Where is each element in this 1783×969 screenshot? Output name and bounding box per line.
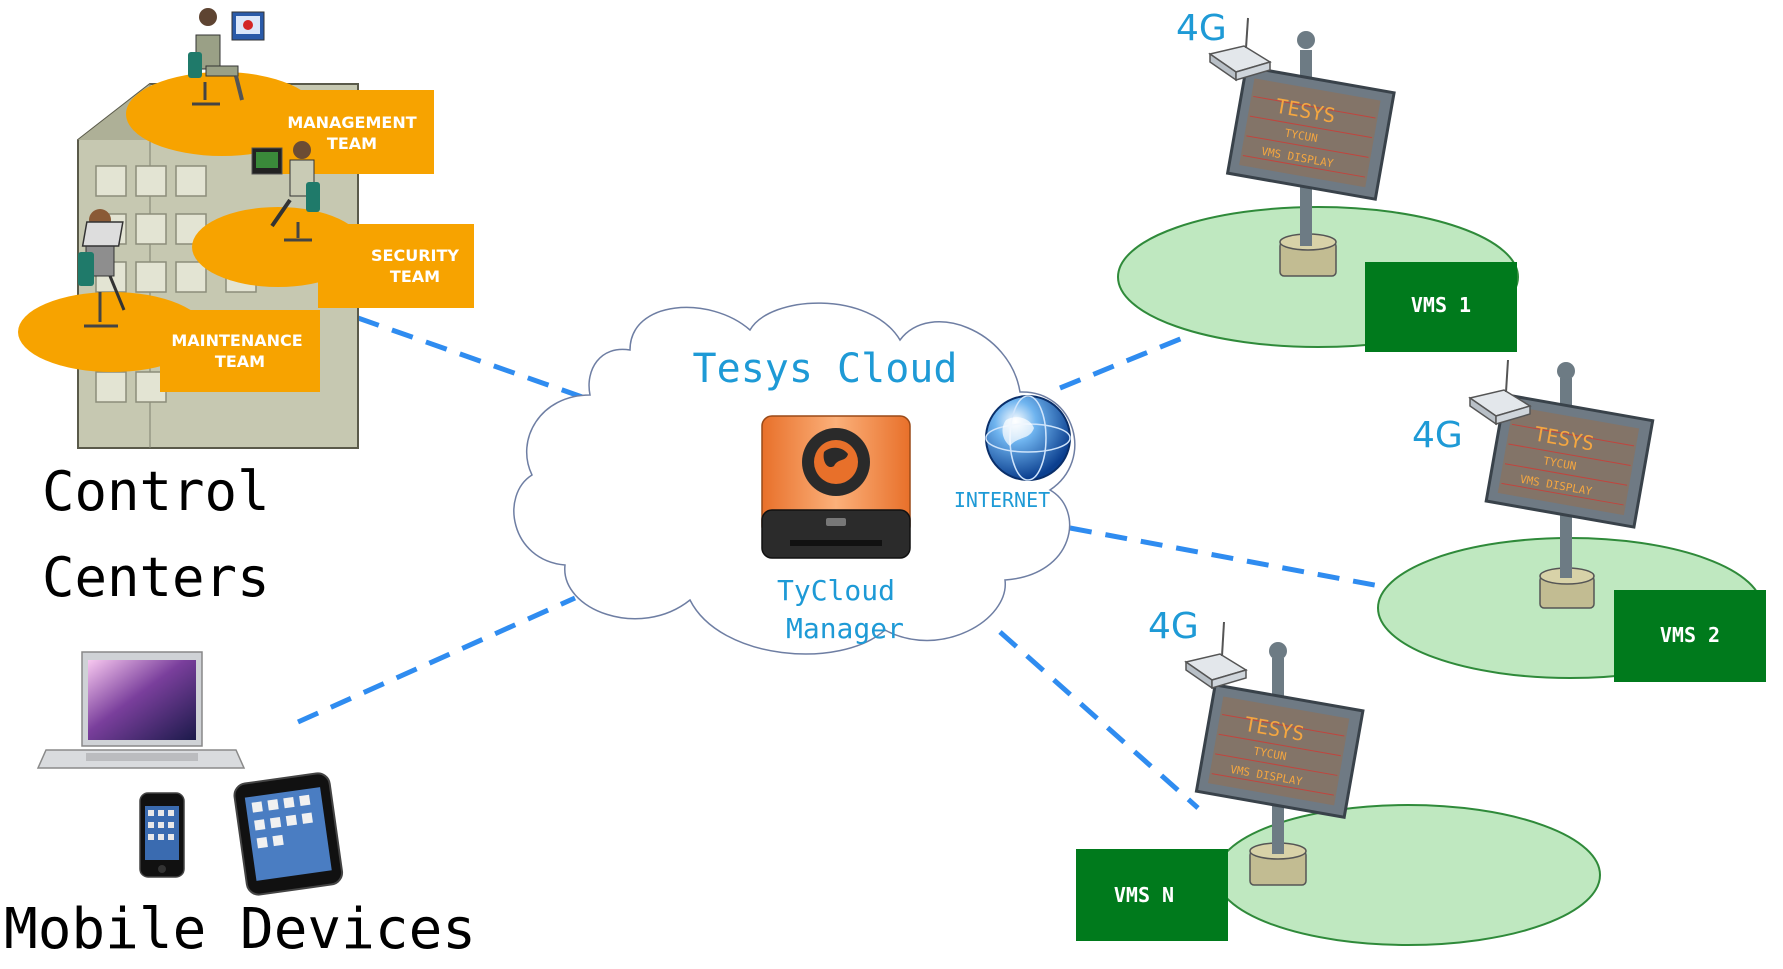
vms-n-network: 4G — [1148, 606, 1199, 647]
vms-2-network: 4G — [1412, 415, 1463, 456]
internet-label: INTERNET — [954, 488, 1050, 512]
maintenance-team-line1: MAINTENANCE — [171, 331, 302, 350]
vms-2-router-icon — [1468, 359, 1532, 426]
worker-with-computer-icon — [188, 8, 265, 106]
management-team-line2: TEAM — [327, 134, 377, 153]
cloud-title: Tesys Cloud — [693, 346, 958, 392]
vms-n-label: VMS N — [1114, 883, 1174, 907]
smartphone-icon — [139, 792, 185, 878]
vms-2-sign-icon: TESYS TYCUN VMS DISPLAY — [1484, 392, 1655, 529]
control-centers-label-line1: Control — [42, 460, 270, 523]
vms-n-site: TESYS TYCUN VMS DISPLAY 4G VMS N — [1076, 606, 1601, 946]
vms-n-sign-icon: TESYS TYCUN VMS DISPLAY — [1194, 683, 1365, 819]
server-drive-icon — [761, 415, 911, 559]
vms-1-label: VMS 1 — [1411, 293, 1471, 317]
security-team: SECURITY TEAM — [192, 141, 474, 308]
vms-1-network: 4G — [1176, 8, 1227, 49]
link-vms-2 — [1069, 525, 1386, 590]
connection-links — [296, 315, 1386, 810]
vms-1-sign-icon: TESYS TYCUN VMS DISPLAY — [1225, 65, 1396, 201]
vms-1-router-icon — [1208, 17, 1272, 82]
vms-2-label: VMS 2 — [1660, 623, 1720, 647]
vms-2-sign-line2: TYCUN — [1542, 454, 1577, 473]
vms-2-site: TESYS TYCUN VMS DISPLAY 4G VMS 2 — [1377, 359, 1766, 682]
internet-globe-icon — [985, 395, 1071, 481]
worker-with-laptop-icon — [78, 209, 126, 328]
laptop-icon — [36, 651, 246, 769]
vms-1-badge — [1365, 262, 1517, 352]
mobile-devices-label: Mobile Devices — [4, 897, 476, 962]
control-centers-label-line2: Centers — [42, 546, 270, 609]
tesys-cloud: Tesys Cloud INTERNET TyCloud Manager — [513, 302, 1076, 655]
vms-1-site: TESYS TYCUN VMS DISPLAY 4G VMS 1 — [1117, 8, 1519, 352]
link-mobile-devices — [296, 595, 577, 725]
maintenance-team-line2: TEAM — [215, 352, 265, 371]
manager-label-line2: Manager — [786, 612, 904, 645]
link-vms-1 — [1059, 332, 1191, 391]
tablet-icon — [233, 772, 344, 896]
vms-1-sign-line2: TYCUN — [1284, 127, 1319, 146]
maintenance-team: MAINTENANCE TEAM — [18, 209, 320, 392]
security-team-line2: TEAM — [390, 267, 440, 286]
security-team-line1: SECURITY — [371, 246, 459, 265]
link-vms-n — [998, 630, 1200, 810]
vms-n-badge — [1076, 849, 1228, 941]
management-team-line1: MANAGEMENT — [287, 113, 416, 132]
manager-label-line1: TyCloud — [777, 574, 895, 607]
worker-with-monitor-icon — [251, 141, 320, 242]
vms-n-router-icon — [1184, 621, 1248, 690]
vms-2-badge — [1614, 590, 1766, 682]
link-control-centers — [357, 315, 586, 401]
vms-n-sign-line2: TYCUN — [1253, 745, 1288, 764]
